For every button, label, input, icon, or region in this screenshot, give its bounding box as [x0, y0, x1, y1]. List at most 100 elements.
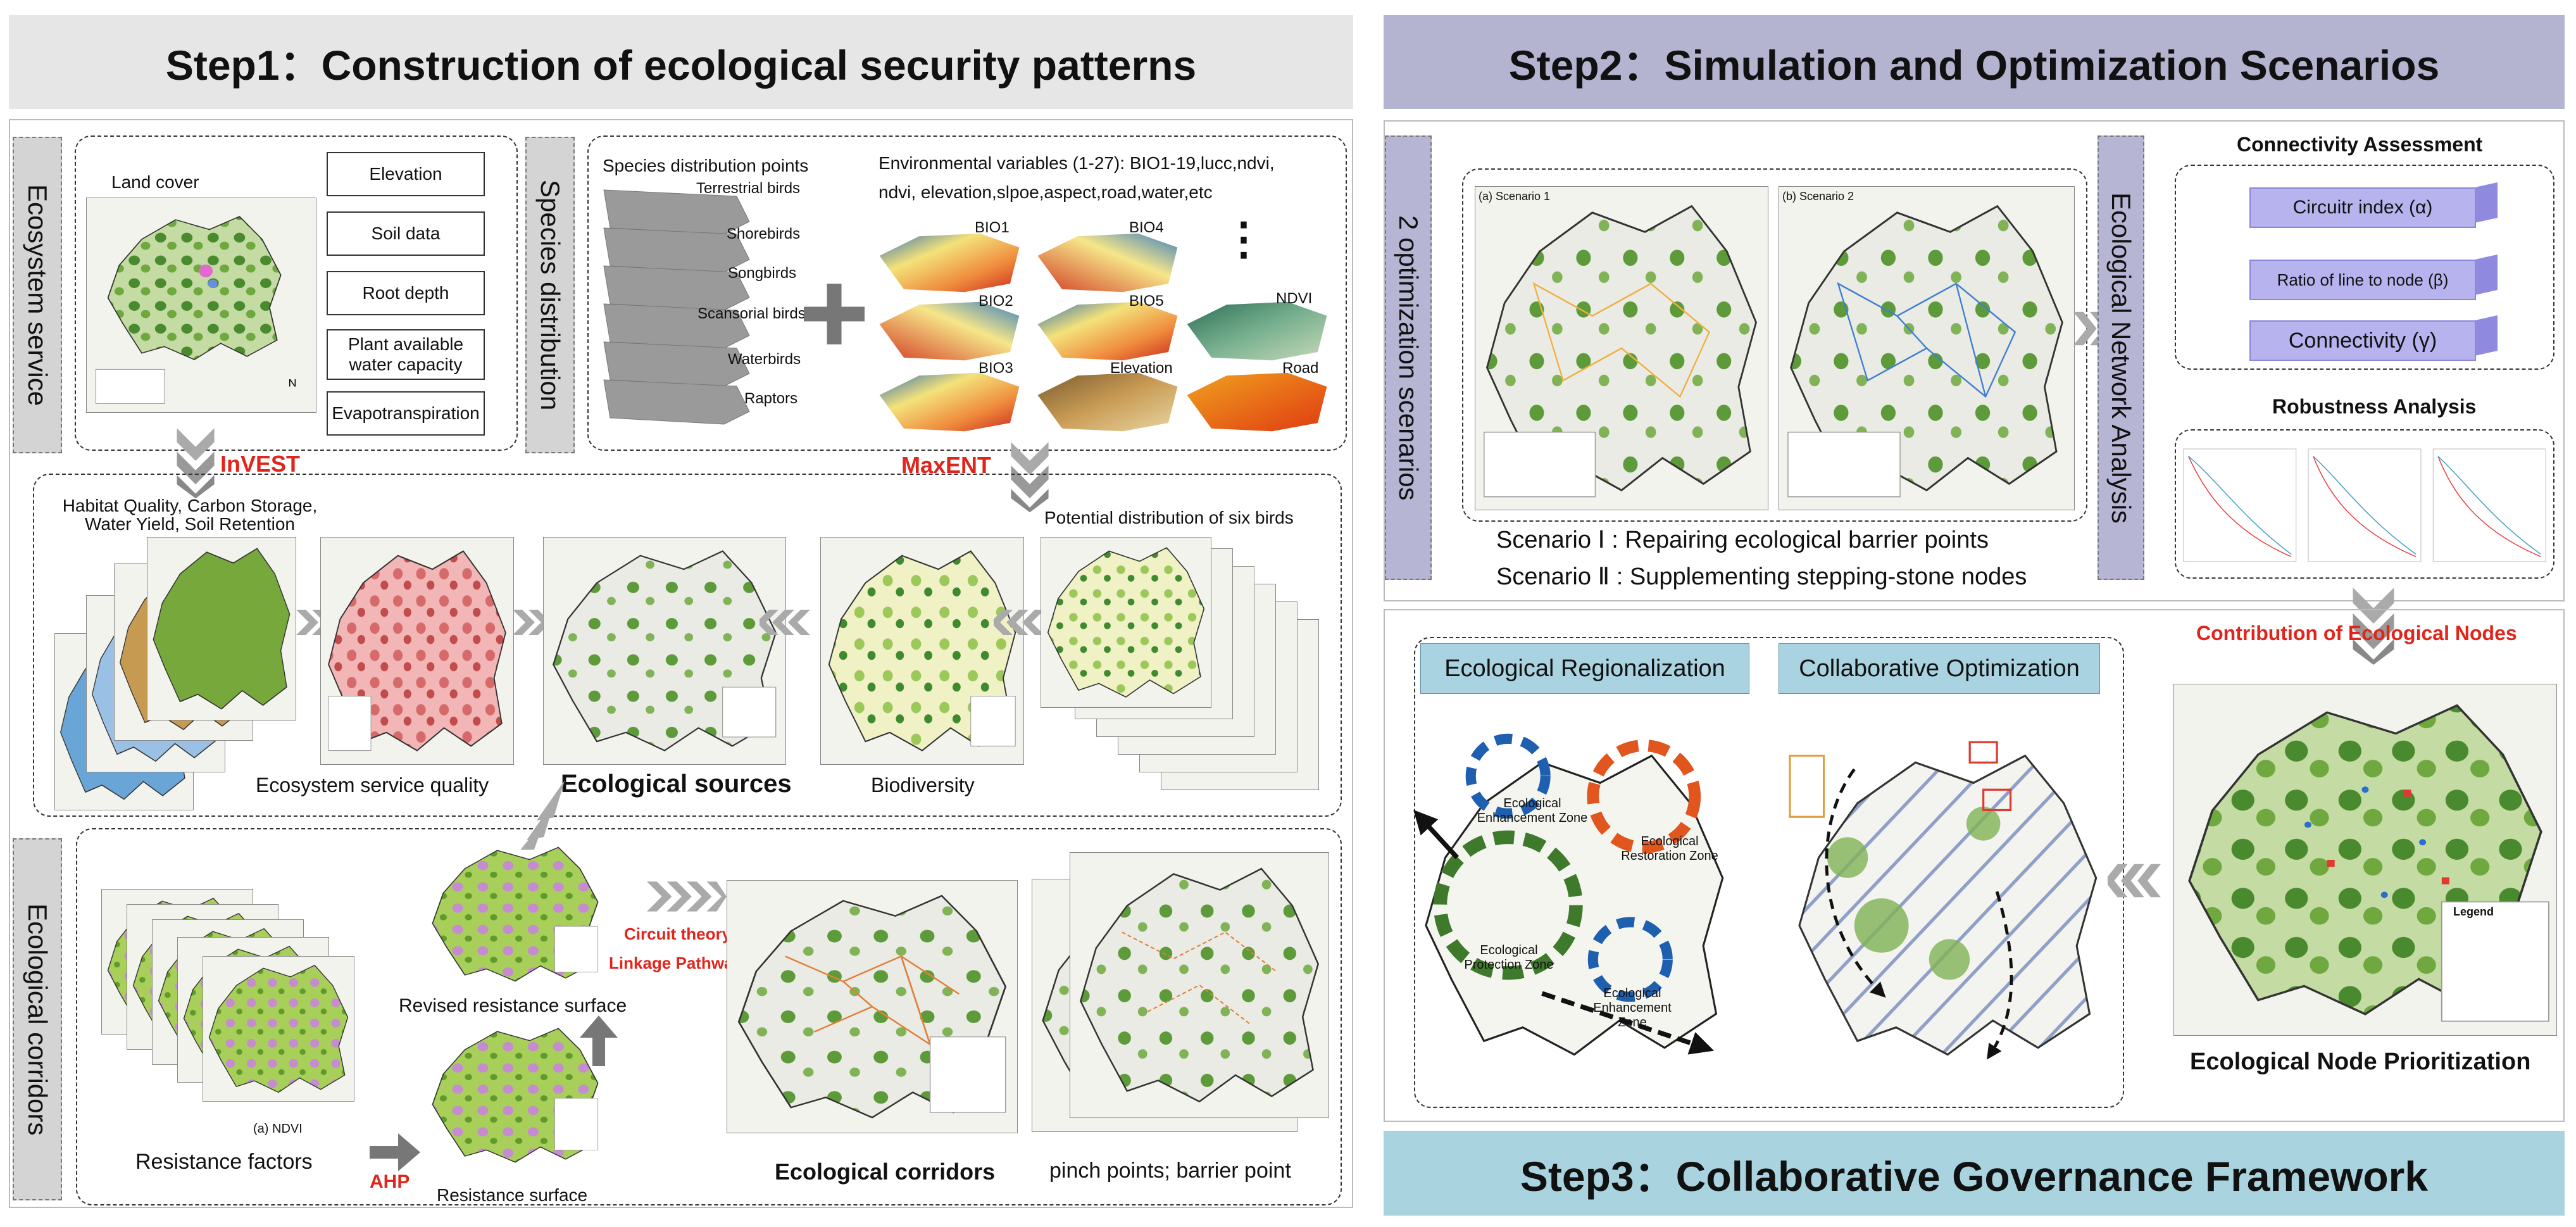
bird-shorebirds: Shorebirds — [727, 225, 801, 242]
invest-arrow — [177, 428, 215, 499]
arrow-left-2 — [994, 610, 1044, 635]
bio3-label: BIO3 — [979, 360, 1013, 377]
bio1-label: BIO1 — [975, 219, 1010, 236]
corridors-tab: Ecological corridors — [13, 838, 62, 1200]
road-label: Road — [1282, 360, 1319, 377]
revised-resistance-map — [425, 838, 605, 990]
plus-icon — [804, 284, 865, 344]
eco-corridors-caption: Ecological corridors — [775, 1159, 996, 1185]
robustness-title: Robustness Analysis — [2272, 395, 2477, 418]
step3-title: Step3：Collaborative Governance Framework — [1520, 1153, 2429, 1200]
step3-banner: Step3：Collaborative Governance Framework — [1384, 1131, 2565, 1216]
elevation-label: Elevation — [1110, 360, 1173, 377]
down-arrow-contribution — [2353, 588, 2394, 665]
bio4-label: BIO4 — [1129, 219, 1164, 236]
zone-enhancement-2: Ecological Enhancement Zone — [1593, 986, 1672, 1029]
bio3-map — [873, 367, 1025, 437]
species-layer-stack — [603, 189, 750, 425]
road-map — [1181, 367, 1333, 437]
prioritization-caption: Ecological Node Prioritization — [2190, 1048, 2531, 1075]
esq-caption: Ecosystem service quality — [256, 774, 489, 796]
factor-root-depth: Root depth — [327, 271, 485, 315]
metric-circuitr: Circuitr index (α) — [2249, 187, 2476, 228]
land-cover-map: N — [86, 198, 316, 413]
arrow-left-1 — [760, 610, 810, 635]
step1-frame — [9, 119, 1353, 1208]
prioritization-legend: Legend — [2453, 905, 2494, 918]
ndvi-env-label: NDVI — [1276, 290, 1313, 307]
pinch-map-front — [1070, 852, 1329, 1118]
step1-title: Step1：Construction of ecological securit… — [165, 42, 1197, 89]
factor-elevation: Elevation — [327, 152, 485, 196]
bird-map-1 — [1041, 537, 1211, 708]
collab-map — [1789, 741, 2120, 1060]
resistance-factors-caption: Resistance factors — [135, 1150, 313, 1174]
species-points-label: Species distribution points — [603, 156, 809, 175]
env-vars-line2: ndvi, elevation,slpoe,aspect,road,water,… — [878, 182, 1213, 202]
bio4-map — [1032, 228, 1184, 298]
services-label: Habitat Quality, Carbon Storage, Water Y… — [62, 496, 318, 534]
bird-terrestrial: Terrestrial birds — [696, 180, 801, 197]
connectivity-panel — [2175, 165, 2554, 370]
land-cover-label: Land cover — [111, 172, 199, 192]
collab-tag: Collaborative Optimization — [1779, 643, 2100, 694]
circuit-label: Circuit theory — [624, 924, 732, 943]
factor-evapotranspiration: Evapotranspiration — [327, 391, 485, 436]
revised-resistance-caption: Revised resistance surface — [399, 995, 627, 1016]
eco-sources-caption: Ecological sources — [561, 770, 792, 798]
contribution-label: Contribution of Ecological Nodes — [2196, 622, 2517, 645]
elevation-map — [1032, 367, 1184, 437]
factor-soil-data: Soil data — [327, 211, 485, 256]
resistance-surface-map — [425, 1019, 605, 1171]
ndvi-caption: (a) NDVI — [253, 1122, 303, 1136]
bio5-label: BIO5 — [1129, 293, 1164, 310]
potential-label: Potential distribution of six birds — [1044, 508, 1294, 527]
maxent-arrow — [1011, 442, 1049, 513]
bio2-label: BIO2 — [979, 293, 1013, 310]
step1-banner: Step1：Construction of ecological securit… — [9, 15, 1353, 109]
factor-plant-available-water: Plant available water capacity — [327, 329, 485, 380]
scenario1-text: Scenario Ⅰ : Repairing ecological barrie… — [1496, 527, 1989, 553]
env-vars-line1: Environmental variables (1-27): BIO1-19,… — [878, 153, 1275, 173]
service-map-1 — [147, 537, 296, 720]
sources-down-arrow — [516, 780, 565, 850]
arrow-left-3 — [2108, 864, 2161, 898]
scenario2-tag: (b) Scenario 2 — [1782, 190, 1854, 203]
bio5-map — [1032, 296, 1184, 366]
metric-connectivity: Connectivity (γ) — [2249, 320, 2476, 361]
ecosystem-service-tab: Ecosystem service — [13, 137, 62, 453]
svg-text:N: N — [289, 377, 297, 389]
invest-label: InVEST — [220, 451, 301, 477]
step2-banner: Step2：Simulation and Optimization Scenar… — [1384, 15, 2565, 109]
prioritization-map — [2173, 684, 2557, 1036]
pinch-caption: pinch points; barrier point — [1049, 1159, 1291, 1183]
zone-restoration: Ecological Restoration Zone — [1621, 834, 1718, 863]
optimization-tab: 2 optimization scenarios — [1385, 135, 1432, 580]
bird-songbirds: Songbirds — [728, 265, 797, 282]
step3-frame — [1384, 609, 2565, 1122]
regionalization-map — [1413, 733, 1747, 1095]
resistance-surface-caption: Resistance surface — [437, 1185, 588, 1205]
governance-panel — [1414, 637, 2124, 1108]
ndvi-env-map — [1181, 296, 1333, 366]
bio2-map — [873, 296, 1025, 366]
zone-protection: Ecological Protection Zone — [1464, 943, 1554, 972]
resistance-factor-1 — [203, 956, 354, 1102]
step2-title: Step2：Simulation and Optimization Scenar… — [1508, 42, 2440, 89]
step2-frame — [1384, 120, 2565, 601]
bird-raptors: Raptors — [744, 390, 798, 407]
sources-panel — [33, 474, 1342, 817]
eco-sources-map — [543, 537, 786, 765]
scenario2-text: Scenario Ⅱ : Supplementing stepping-ston… — [1496, 563, 2027, 590]
up-arrow — [580, 1016, 618, 1066]
metric-ratio: Ratio of line to node (β) — [2249, 260, 2476, 300]
arrow-right-3 — [647, 881, 727, 912]
ahp-label: AHP — [370, 1171, 410, 1192]
metric-depth — [2475, 182, 2498, 356]
scenarios-panel — [1462, 168, 2087, 522]
connectivity-title: Connectivity Assessment — [2237, 133, 2483, 156]
regionalization-tag: Ecological Regionalization — [1420, 643, 1749, 694]
biodiversity-caption: Biodiversity — [871, 774, 975, 796]
robustness-panel — [2175, 429, 2554, 579]
ellipsis-icon: ⋮ — [1222, 214, 1266, 263]
